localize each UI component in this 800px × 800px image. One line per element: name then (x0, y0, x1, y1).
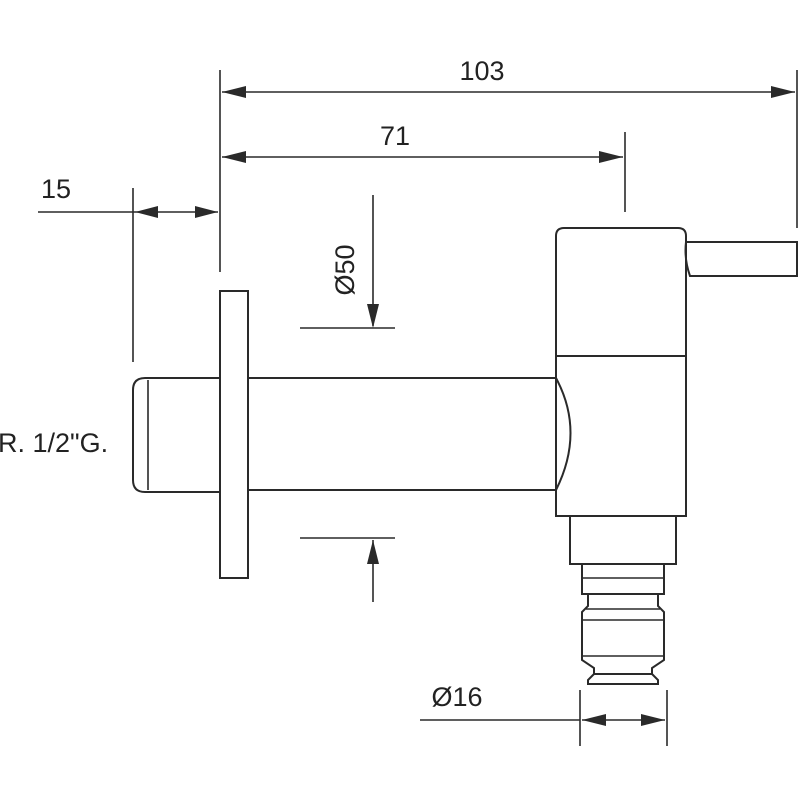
arrowhead-right (195, 206, 218, 218)
arrowhead-left (135, 206, 158, 218)
arrowhead-bottom (367, 540, 379, 564)
dimension-spout-length: 71 (222, 121, 626, 212)
hose-connector (581, 594, 665, 675)
spout-length-label: 71 (380, 121, 410, 151)
dimension-outlet-diameter: Ø16 (420, 682, 668, 746)
dimension-thread-length: 15 (38, 174, 218, 362)
outlet-collar (581, 563, 665, 595)
arrowhead-left (222, 151, 246, 163)
valve-head (555, 227, 687, 356)
overall-length-label: 103 (459, 56, 504, 86)
lever-handle (684, 241, 798, 277)
dimension-body-diameter: Ø50 (300, 195, 395, 602)
spout-tube (248, 377, 572, 491)
thread-length-label: 15 (41, 174, 71, 204)
dimension-overall-length: 103 (219, 56, 798, 272)
tap-body (132, 227, 798, 685)
thread-spec-label: R. 1/2"G. (0, 428, 108, 458)
body-diameter-label: Ø50 (330, 244, 360, 295)
outlet-tip (587, 673, 659, 685)
valve-body (555, 355, 687, 517)
arrowhead-right (641, 714, 665, 726)
arrowhead-left (222, 86, 246, 98)
outlet-neck (569, 515, 677, 565)
threaded-inlet (132, 377, 220, 493)
wall-flange (219, 290, 249, 579)
arrowhead-top (367, 304, 379, 328)
outlet-diameter-label: Ø16 (431, 682, 482, 712)
arrowhead-right (771, 86, 795, 98)
arrowhead-right (599, 151, 623, 163)
arrowhead-left (582, 714, 606, 726)
